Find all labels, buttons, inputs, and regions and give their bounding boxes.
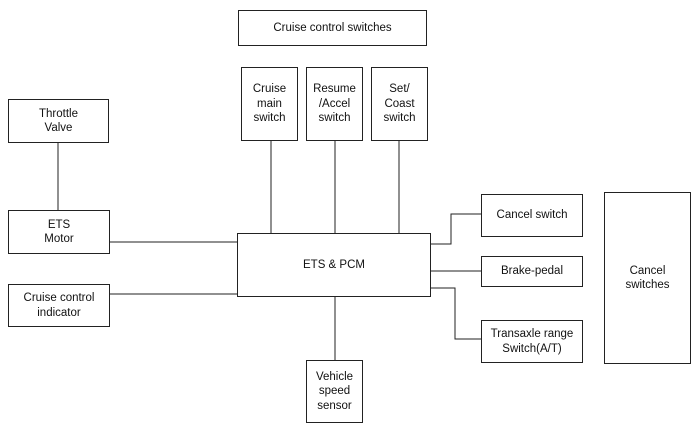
ets-pcm-box: ETS & PCM <box>237 233 431 297</box>
cruise-main-switch-label: Cruise main switch <box>252 83 287 125</box>
brake-pedal-label: Brake-pedal <box>500 265 563 278</box>
transaxle-range-switch-label: Transaxle range Switch(A/T) <box>490 328 574 355</box>
ets-motor-box: ETS Motor <box>8 210 110 254</box>
resume-accel-switch-label: Resume /Accel switch <box>313 83 356 125</box>
brake-pedal-box: Brake-pedal <box>481 256 583 287</box>
throttle-valve-label: Throttle Valve <box>39 107 78 134</box>
cruise-control-indicator-label: Cruise control indicator <box>23 292 95 319</box>
set-coast-switch-label: Set/ Coast switch <box>383 83 416 125</box>
cancel-switches-group-label: Cancel switches <box>625 264 670 291</box>
vehicle-speed-sensor-label: Vehicle speed sensor <box>315 370 354 412</box>
transaxle-range-switch-box: Transaxle range Switch(A/T) <box>481 320 583 363</box>
set-coast-switch-box: Set/ Coast switch <box>371 67 428 141</box>
cruise-control-switches-label: Cruise control switches <box>273 21 392 34</box>
line-pcm-to-cancel-switch <box>431 213 481 245</box>
cruise-control-indicator-box: Cruise control indicator <box>8 284 110 327</box>
ets-motor-label: ETS Motor <box>44 218 74 245</box>
cancel-switches-group-box: Cancel switches <box>604 192 691 364</box>
cancel-switch-box: Cancel switch <box>481 194 583 237</box>
vehicle-speed-sensor-box: Vehicle speed sensor <box>306 360 363 423</box>
cruise-control-switches-box: Cruise control switches <box>238 10 427 46</box>
ets-pcm-label: ETS & PCM <box>303 258 365 271</box>
resume-accel-switch-box: Resume /Accel switch <box>306 67 363 141</box>
cancel-switch-label: Cancel switch <box>496 209 568 222</box>
cruise-main-switch-box: Cruise main switch <box>241 67 298 141</box>
throttle-valve-box: Throttle Valve <box>8 99 109 143</box>
line-pcm-to-transaxle <box>431 287 481 340</box>
